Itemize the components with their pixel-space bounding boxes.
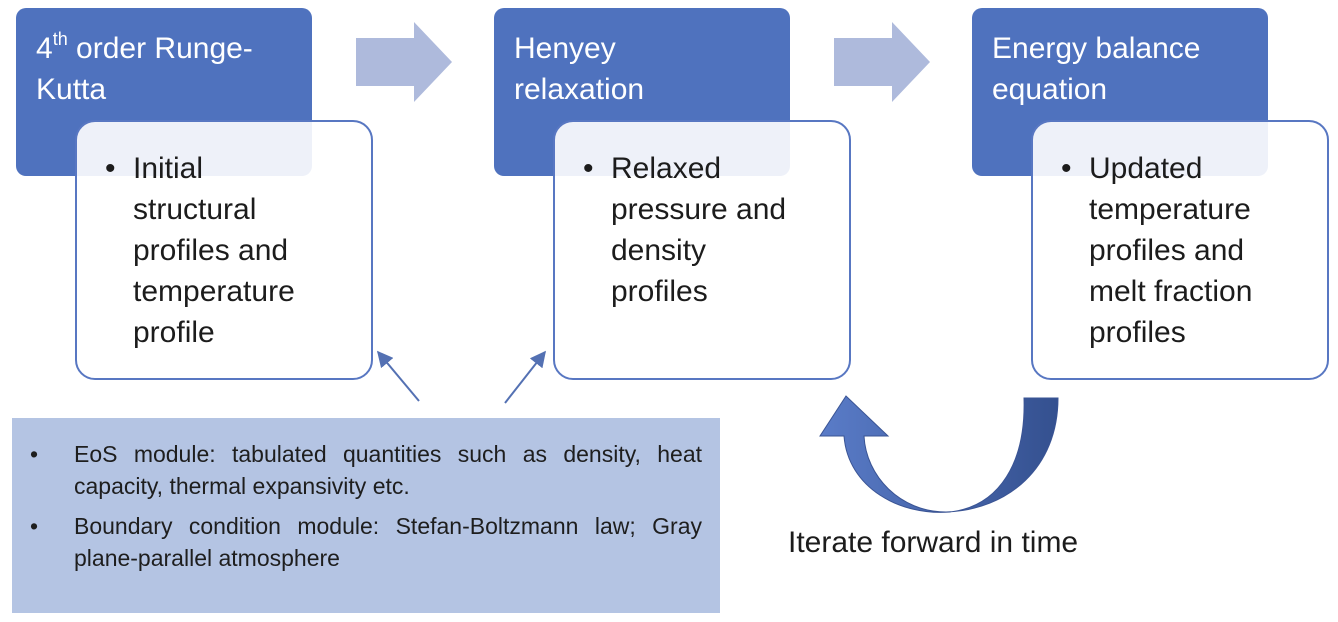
stage-energy-balance-output: • Updated temperature profiles and melt … xyxy=(1031,120,1329,380)
stage-title-text: Energy balance equation xyxy=(992,32,1201,106)
flow-arrow-icon xyxy=(834,22,930,102)
connector-arrow-icon xyxy=(376,350,420,402)
flow-arrow-icon xyxy=(356,22,452,102)
modules-box: • EoS module: tabulated quantities such … xyxy=(12,418,720,613)
module-item-text: EoS module: tabulated quantities such as… xyxy=(74,441,702,499)
bullet-icon: • xyxy=(1061,152,1072,185)
stage-output-text: Initial structural profiles and temperat… xyxy=(133,152,295,349)
iterate-label: Iterate forward in time xyxy=(788,526,1079,559)
module-item-boundary: • Boundary condition module: Stefan-Bolt… xyxy=(30,510,702,574)
stage-title-text: 4 xyxy=(36,32,53,65)
stage-title-text-rest: order Runge- Kutta xyxy=(36,32,253,106)
stage-output-text: Updated temperature profiles and melt fr… xyxy=(1089,152,1253,349)
connector-arrow-icon xyxy=(504,350,546,404)
stage-runge-kutta-output: • Initial structural profiles and temper… xyxy=(75,120,373,380)
module-item-text: Boundary condition module: Stefan-Boltzm… xyxy=(74,513,702,571)
stage-henyey-output: • Relaxed pressure and density profiles xyxy=(553,120,851,380)
bullet-icon: • xyxy=(583,152,594,185)
iterate-loop-arrow-icon xyxy=(819,395,1059,513)
module-item-eos: • EoS module: tabulated quantities such … xyxy=(30,438,702,502)
stage-title-superscript: th xyxy=(52,29,68,49)
stage-output-text: Relaxed pressure and density profiles xyxy=(611,152,787,308)
bullet-icon: • xyxy=(30,513,39,539)
bullet-icon: • xyxy=(30,441,39,467)
bullet-icon: • xyxy=(105,152,116,185)
stage-title-text: Henyey relaxation xyxy=(514,32,645,106)
